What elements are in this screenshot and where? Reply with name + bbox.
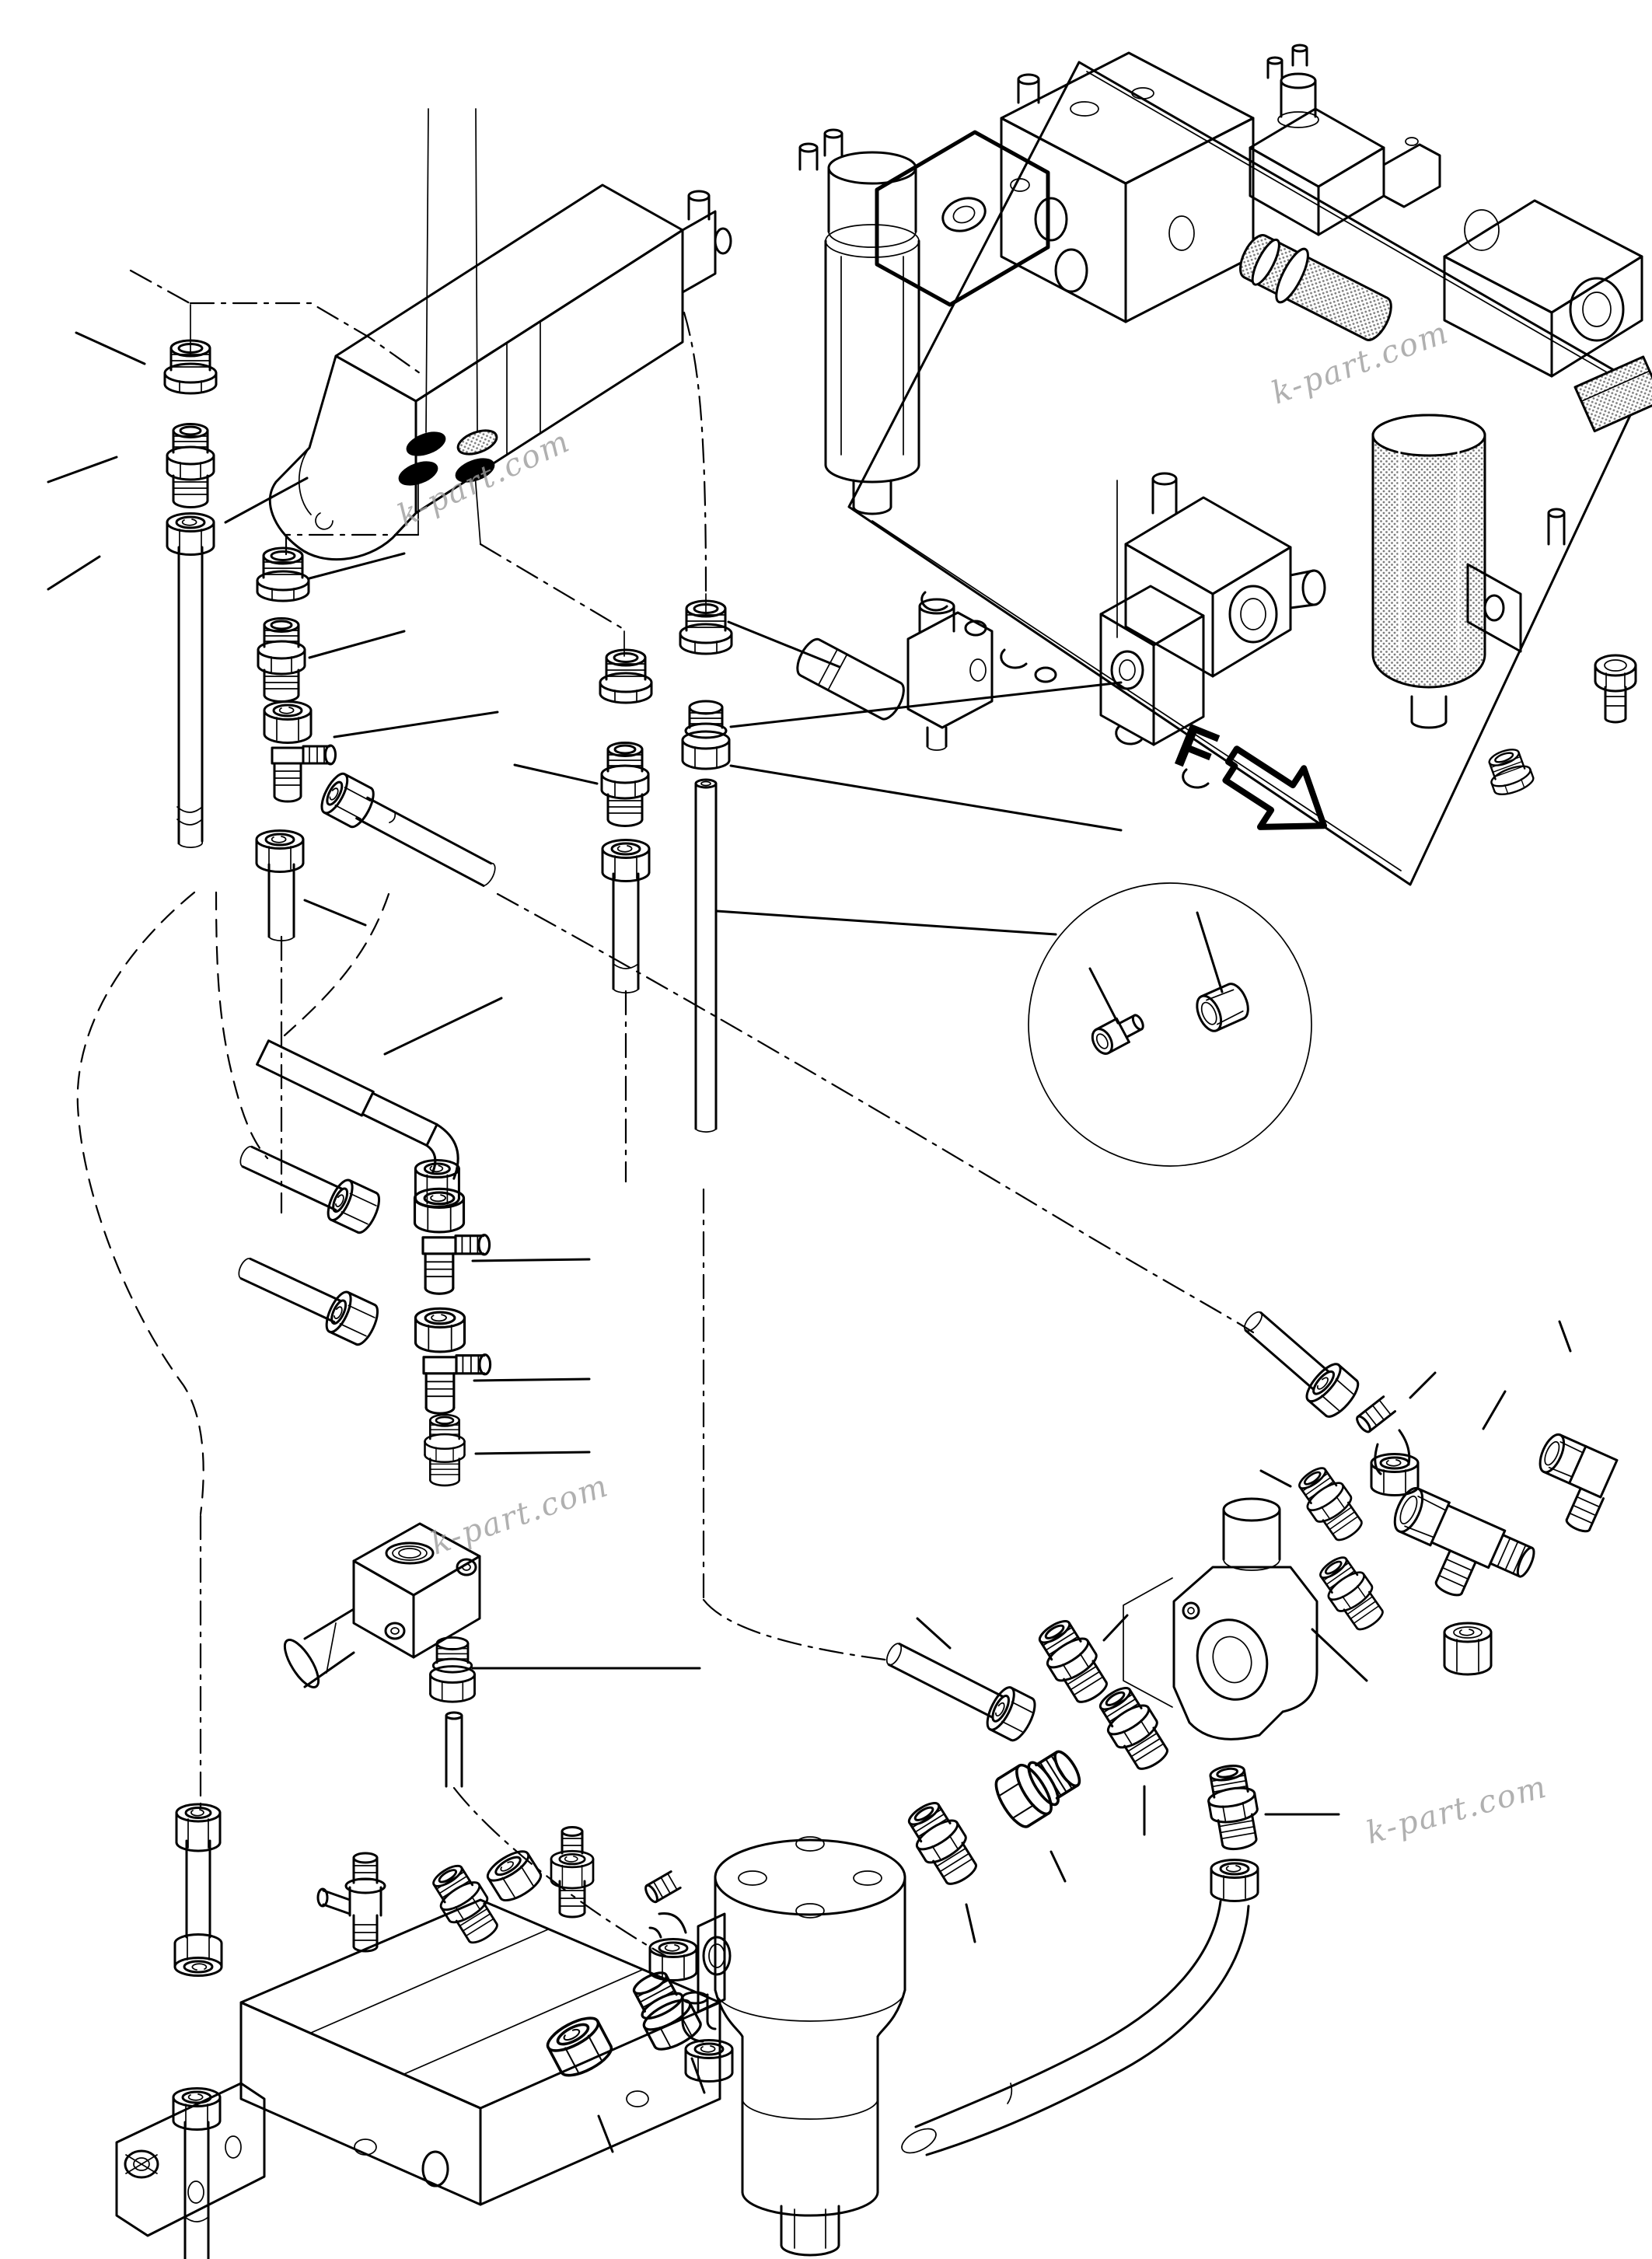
port-hatched	[456, 429, 498, 456]
filter-head-block	[875, 130, 1050, 307]
tee-fitting	[550, 1826, 595, 1919]
arrow-outline	[1222, 745, 1328, 830]
pilot-valve-block	[268, 183, 732, 561]
nipple-fitting	[1291, 1460, 1371, 1548]
leader-lines	[47, 108, 1572, 2153]
hose-swivel-nut	[173, 1933, 223, 1977]
port-black-3	[455, 458, 495, 483]
hose-swivel-nut	[175, 1803, 222, 1852]
nipple-fitting	[166, 423, 215, 508]
plate-cutouts	[920, 591, 1210, 789]
hose-swivel-nut	[601, 839, 651, 882]
hydraulic-hose	[1243, 1311, 1365, 1423]
left-fitting-column	[163, 339, 218, 848]
hatched-arm	[1239, 234, 1392, 341]
hose-tee-group-1	[239, 1145, 490, 1294]
nipple-fitting	[1091, 1679, 1177, 1778]
mid-right-fittings	[885, 1612, 1177, 1893]
elbow-fitting	[681, 1991, 734, 2083]
inline-filter	[798, 128, 920, 515]
short-hose	[315, 769, 496, 887]
mounting-plate-assembly	[796, 44, 1652, 886]
mounting-ports	[398, 429, 498, 486]
watermark: k-part.com	[1363, 1768, 1552, 1851]
port-black-1	[406, 431, 446, 456]
nipple-fitting	[899, 1794, 986, 1893]
valve-block-b	[1099, 585, 1205, 746]
filter-assembly	[541, 1836, 906, 2257]
hose-tee-group-2	[238, 1257, 491, 1487]
port-black-2	[398, 461, 438, 486]
hose-swivel-nut	[255, 829, 305, 873]
detail-cap-nut	[1196, 983, 1249, 1032]
plug-fitting	[256, 546, 310, 602]
middle-fitting-columns	[599, 599, 733, 1133]
hatched-block	[1573, 355, 1652, 433]
plate-nozzle	[796, 637, 905, 721]
nipple-fitting	[1311, 1549, 1392, 1638]
elbow-fitting	[1356, 1395, 1420, 1496]
tee-fitting	[264, 702, 336, 802]
hydraulic-hose	[267, 863, 295, 941]
hose-swivel-nut	[541, 2010, 617, 2083]
tee-fitting-large	[1393, 1486, 1535, 1597]
braided-hose	[256, 1039, 460, 1209]
hydraulic-hose	[612, 872, 640, 993]
manifold-block	[1000, 51, 1255, 323]
bottom-manifold	[115, 1803, 734, 2259]
nipple-fitting	[600, 742, 650, 827]
solenoid-valve	[1249, 44, 1441, 236]
elbow-fitting	[1538, 1433, 1619, 1533]
gear-pump	[1443, 199, 1643, 378]
hose-swivel-nut	[482, 1845, 547, 1908]
watermark: k-part.com	[426, 1468, 613, 1562]
hydraulic-hose	[885, 1643, 1042, 1745]
plug-fitting	[1481, 743, 1537, 800]
reducer-fitting	[424, 1413, 466, 1487]
check-valve-block	[283, 1522, 481, 1788]
inner-fitting-column	[255, 546, 496, 941]
hydraulic-hose	[176, 546, 204, 848]
hose-swivel-nut	[166, 512, 215, 556]
hex-bolt-fitting	[1594, 654, 1637, 724]
hydraulic-filter-hatched	[1371, 414, 1486, 729]
pressure-valve	[1123, 1497, 1318, 1854]
mount-bracket	[1466, 508, 1566, 653]
detail-plug	[1091, 1014, 1144, 1055]
nipple-fitting	[257, 617, 306, 703]
elbow-hose	[901, 1859, 1259, 2156]
hose-swivel-nut	[172, 2087, 222, 2131]
detail-circle	[1028, 882, 1312, 1167]
valve-block-a	[1124, 472, 1326, 678]
tee-fitting	[316, 1852, 386, 1953]
routing-phantom-lines	[76, 269, 1255, 1957]
right-fitting-cluster	[1243, 1311, 1619, 1676]
steel-tube	[445, 1711, 463, 1788]
union-fitting	[681, 700, 731, 770]
plug-fitting	[599, 648, 653, 704]
tee-fitting	[416, 1308, 491, 1413]
steel-tube	[694, 778, 718, 1133]
cap-nut	[1443, 1622, 1493, 1676]
nipple-fitting	[1030, 1612, 1116, 1711]
relief-valve-small	[906, 598, 994, 751]
nipple-fitting	[1202, 1761, 1265, 1854]
union-fitting	[988, 1739, 1090, 1833]
view-direction-arrow: F	[1166, 710, 1328, 830]
union-fitting	[429, 1636, 476, 1703]
elbow-fitting	[644, 1870, 698, 1981]
